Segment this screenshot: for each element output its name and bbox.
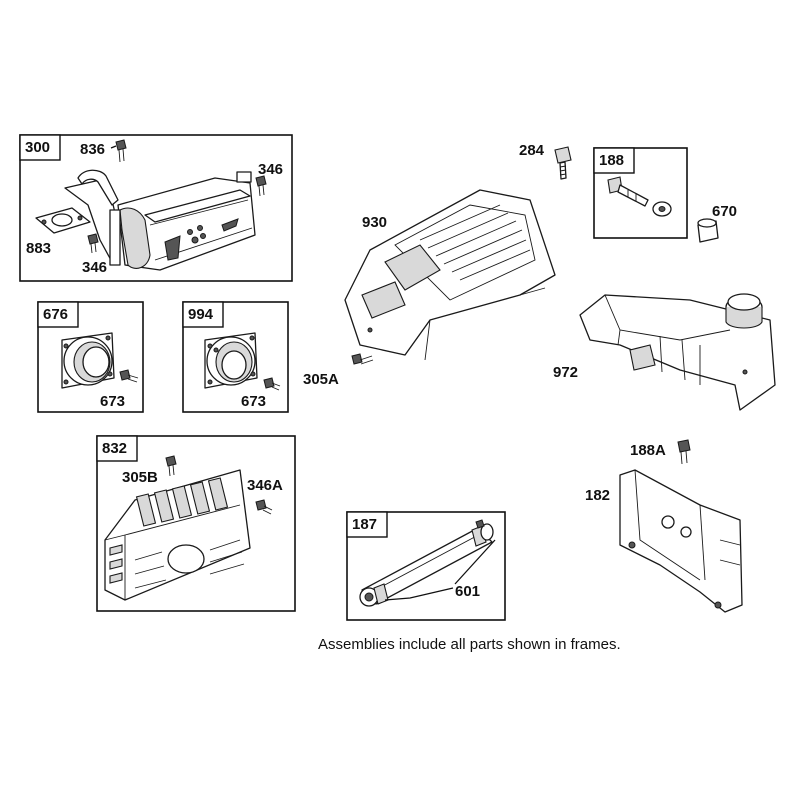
callout-188A: 188A <box>630 442 666 459</box>
screw-346-top-illustration <box>255 175 267 197</box>
screw-836-illustration <box>110 139 127 163</box>
callout-836: 836 <box>80 141 106 158</box>
callout-673-right: 673 <box>241 393 267 410</box>
tag-box-676 <box>37 301 79 328</box>
frame-187 <box>346 511 506 621</box>
muffler-assembly-illustration <box>64 169 256 271</box>
callout-346-bottom: 346 <box>82 259 108 276</box>
bracket-182-illustration <box>619 469 743 613</box>
frame-994 <box>182 301 289 413</box>
screw-188A-illustration <box>677 439 691 465</box>
deflector-994-illustration <box>204 332 258 389</box>
callout-601: 601 <box>455 583 481 600</box>
leader-601-lower <box>384 587 454 601</box>
screw-305b-illustration <box>165 455 177 477</box>
leader-601-upper <box>454 539 496 585</box>
frame-676 <box>37 301 144 413</box>
screw-346A-illustration <box>255 499 273 515</box>
screw-305A-illustration <box>351 353 374 365</box>
callout-305B: 305B <box>122 469 158 486</box>
assembly-tag-187: 187 <box>352 516 378 533</box>
screw-673-right-illustration <box>263 377 281 391</box>
tag-box-832 <box>96 435 138 462</box>
frame-188 <box>593 147 688 239</box>
frame-832 <box>96 435 296 612</box>
shoulder-bolt-188-illustration <box>607 176 672 217</box>
assembly-tag-188: 188 <box>599 152 625 169</box>
screw-284-illustration <box>554 146 572 180</box>
muffler-guard-832-illustration <box>104 469 251 601</box>
gasket-883-illustration <box>35 207 91 234</box>
callout-673-left: 673 <box>100 393 126 410</box>
callout-930: 930 <box>362 214 388 231</box>
tag-box-300 <box>19 134 61 161</box>
tag-box-188 <box>593 147 635 174</box>
assembly-tag-832: 832 <box>102 440 128 457</box>
screw-346-bottom-illustration <box>87 233 99 254</box>
callout-883: 883 <box>26 240 52 257</box>
tag-box-994 <box>182 301 224 328</box>
deflector-676-illustration <box>61 332 115 389</box>
callout-972: 972 <box>553 364 579 381</box>
frame-300 <box>19 134 293 282</box>
fuel-line-601-illustration <box>359 519 494 607</box>
cover-930-illustration <box>344 189 556 361</box>
tag-box-187 <box>346 511 388 538</box>
assemblies-footnote: Assemblies include all parts shown in fr… <box>318 636 621 653</box>
screw-673-left-illustration <box>119 369 139 383</box>
callout-346-top: 346 <box>258 161 284 178</box>
callout-346A: 346A <box>247 477 283 494</box>
callout-284: 284 <box>519 142 545 159</box>
callout-670: 670 <box>712 203 738 220</box>
assembly-tag-676: 676 <box>43 306 69 323</box>
assembly-tag-994: 994 <box>188 306 214 323</box>
bushing-670-illustration <box>697 218 719 243</box>
fuel-tank-972-illustration <box>579 293 776 411</box>
callout-182: 182 <box>585 487 611 504</box>
callout-305A: 305A <box>303 371 339 388</box>
assembly-tag-300: 300 <box>25 139 51 156</box>
